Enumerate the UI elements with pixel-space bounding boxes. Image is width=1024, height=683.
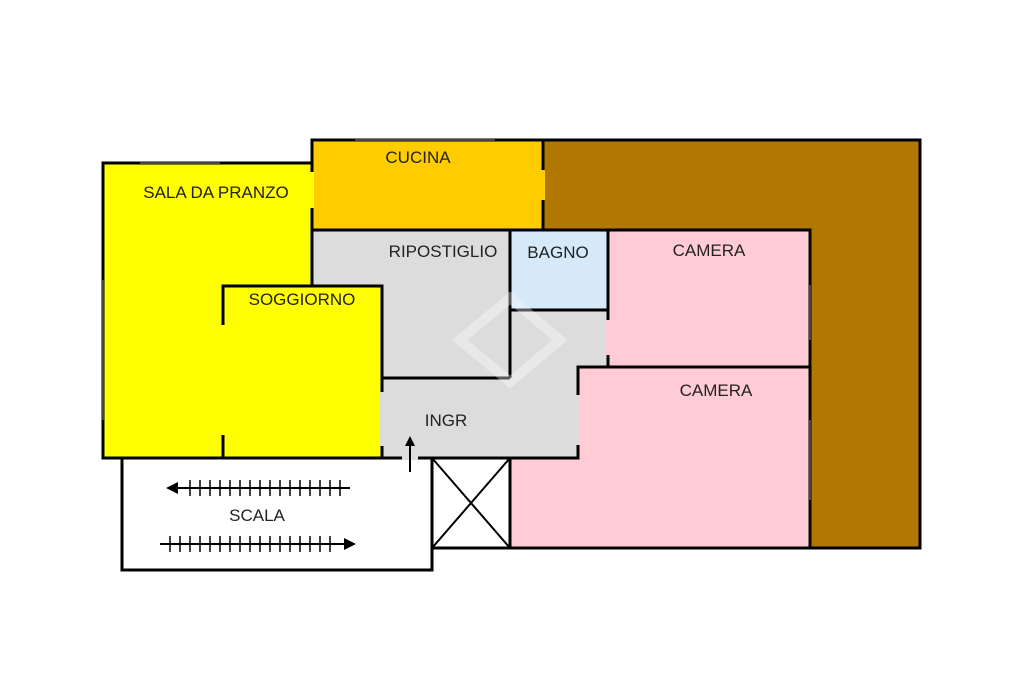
label-ingresso: INGR — [425, 411, 468, 430]
stair-arrow-right-icon — [160, 536, 356, 552]
label-bagno: BAGNO — [527, 243, 588, 262]
label-soggiorno: SOGGIORNO — [249, 290, 356, 309]
label-cucina: CUCINA — [385, 148, 451, 167]
room-cucina — [310, 138, 545, 232]
watermark-logo — [452, 291, 568, 389]
label-sala-da-pranzo: SALA DA PRANZO — [143, 183, 289, 202]
room-soggiorno — [221, 284, 384, 460]
label-scala: SCALA — [229, 506, 285, 525]
stair-arrow-left-icon — [166, 480, 350, 496]
label-ripostiglio: RIPOSTIGLIO — [389, 242, 498, 261]
stair-area — [120, 456, 434, 572]
room-camera-1 — [606, 228, 812, 369]
label-camera-2: CAMERA — [680, 381, 753, 400]
entrance-arrow-icon — [405, 436, 415, 472]
label-camera-1: CAMERA — [673, 241, 746, 260]
room-bagno — [508, 228, 610, 312]
